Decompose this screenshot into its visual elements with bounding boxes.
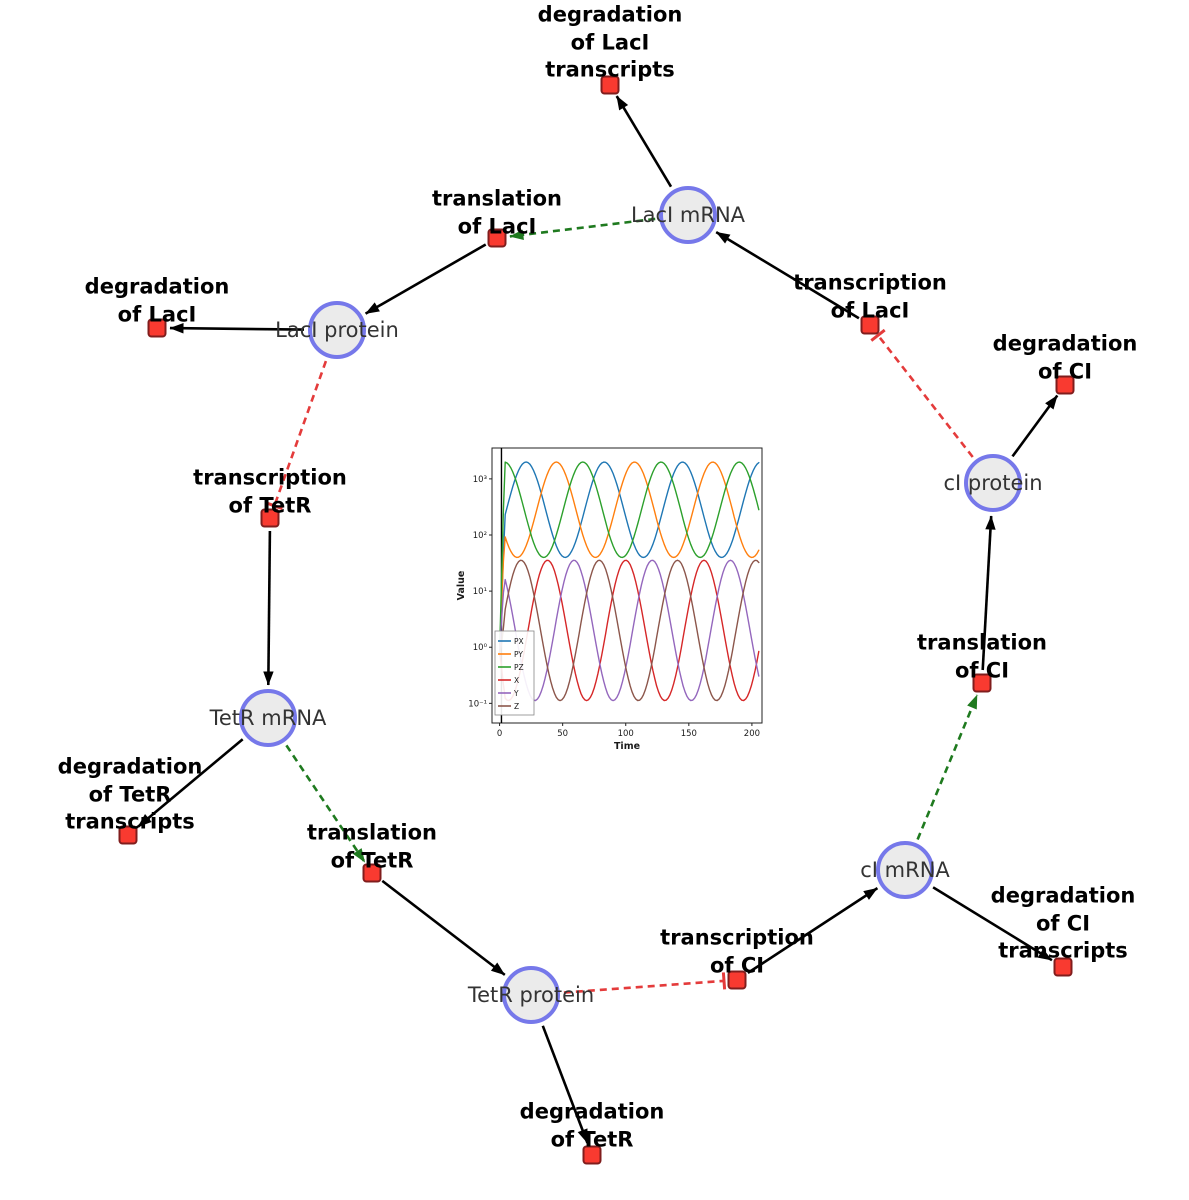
y-tick-label: 10⁰ — [473, 643, 488, 653]
edge-production-tr-tetr-to-tetr-mrna — [263, 530, 274, 686]
x-axis-label: Time — [614, 741, 640, 752]
reaction-label-deg-ci-tx: degradation of CI transcripts — [990, 883, 1136, 963]
edge-inhibition-laci-protein-to-tr-tetr — [265, 360, 328, 511]
reaction-label-deg-tetr-tx: degradation of TetR transcripts — [57, 754, 203, 834]
reaction-label-deg-ci: degradation of CI — [992, 331, 1138, 383]
species-label-tetr-mrna: TetR mRNA — [209, 706, 327, 730]
species-node-laci-protein[interactable] — [308, 301, 366, 359]
edge-inhibition-tetr-protein-to-tr-ci — [563, 972, 727, 994]
x-tick-label: 0 — [497, 729, 502, 739]
reaction-label-tr-ci: transcription of CI — [660, 925, 814, 977]
edge-consumption-tetr-mrna-to-deg-tetr-tx — [137, 738, 244, 828]
species-label-laci-protein: LacI protein — [275, 318, 399, 342]
legend-label-PX: PX — [514, 637, 524, 646]
edge-production-tr-ci-to-ci-mrna — [747, 887, 879, 974]
series-PY — [498, 461, 760, 654]
reaction-label-tr-tetr: transcription of TetR — [193, 465, 347, 517]
species-node-ci-mrna[interactable] — [876, 841, 934, 899]
species-node-ci-protein[interactable] — [964, 454, 1022, 512]
edge-production-transl-ci-to-ci-protein — [981, 515, 996, 671]
species-node-tetr-protein[interactable] — [502, 966, 560, 1024]
species-node-laci-mrna[interactable] — [659, 186, 717, 244]
y-tick-label: 10³ — [473, 475, 487, 485]
reaction-node-deg-ci-tx[interactable] — [1053, 957, 1073, 977]
species-node-tetr-mrna[interactable] — [239, 689, 297, 747]
y-tick-label: 10² — [473, 531, 487, 541]
edge-production-transl-laci-to-laci-protein — [364, 243, 487, 315]
edge-inhibition-ci-protein-to-tr-laci — [870, 328, 974, 458]
plot-frame — [491, 447, 763, 724]
edge-modifier-ci-mrna-to-transl-ci — [916, 694, 979, 840]
reaction-node-deg-tetr-tx[interactable] — [118, 825, 138, 845]
series-Y — [498, 559, 760, 702]
edge-modifier-laci-mrna-to-transl-laci — [509, 217, 656, 240]
series-Z — [498, 559, 760, 702]
edge-consumption-ci-protein-to-deg-ci — [1011, 394, 1059, 458]
reaction-node-deg-ci[interactable] — [1055, 375, 1075, 395]
series-PX — [498, 461, 760, 654]
species-label-ci-protein: cI protein — [943, 471, 1043, 495]
reaction-label-tr-laci: transcription of LacI — [793, 270, 947, 322]
reaction-node-transl-ci[interactable] — [972, 673, 992, 693]
reaction-node-deg-laci-tx[interactable] — [600, 75, 620, 95]
edge-consumption-tetr-protein-to-deg-tetr — [541, 1025, 589, 1144]
edge-production-tr-laci-to-laci-mrna — [715, 230, 860, 320]
reaction-label-deg-tetr: degradation of TetR — [519, 1099, 665, 1151]
edge-production-transl-tetr-to-tetr-protein — [381, 879, 506, 976]
species-label-ci-mrna: cI mRNA — [860, 858, 950, 882]
reaction-node-tr-tetr[interactable] — [260, 508, 280, 528]
legend-box — [494, 630, 535, 716]
reaction-node-transl-laci[interactable] — [487, 228, 507, 248]
legend-label-X: X — [514, 676, 519, 685]
legend-label-Y: Y — [513, 689, 519, 698]
reaction-label-transl-laci: translation of LacI — [432, 186, 562, 238]
x-tick-label: 150 — [681, 729, 697, 739]
y-tick-label: 10⁻¹ — [468, 699, 487, 709]
y-axis-label: Value — [456, 571, 467, 601]
species-label-laci-mrna: LacI mRNA — [630, 203, 746, 227]
reaction-label-deg-laci-tx: degradation of LacI transcripts — [537, 2, 683, 82]
edge-consumption-laci-mrna-to-deg-laci-tx — [615, 95, 673, 188]
species-label-tetr-protein: TetR protein — [467, 983, 595, 1007]
series-PZ — [498, 461, 760, 654]
y-tick-label: 10¹ — [473, 587, 487, 597]
reaction-node-transl-tetr[interactable] — [362, 863, 382, 883]
reaction-node-tr-ci[interactable] — [727, 970, 747, 990]
x-tick-label: 200 — [744, 729, 760, 739]
x-tick-label: 50 — [557, 729, 568, 739]
edge-consumption-laci-protein-to-deg-laci — [169, 323, 305, 334]
legend-label-Z: Z — [514, 702, 519, 711]
legend-label-PY: PY — [514, 650, 523, 659]
series-X — [498, 559, 760, 702]
edge-consumption-ci-mrna-to-deg-ci-tx — [932, 886, 1053, 962]
reaction-label-deg-laci: degradation of LacI — [84, 274, 230, 326]
reaction-label-transl-ci: translation of CI — [917, 630, 1047, 682]
reaction-node-deg-laci[interactable] — [147, 318, 167, 338]
legend-label-PZ: PZ — [514, 663, 524, 672]
x-tick-label: 100 — [618, 729, 634, 739]
reaction-node-deg-tetr[interactable] — [582, 1145, 602, 1165]
reaction-label-transl-tetr: translation of TetR — [307, 820, 437, 872]
reaction-node-tr-laci[interactable] — [860, 315, 880, 335]
